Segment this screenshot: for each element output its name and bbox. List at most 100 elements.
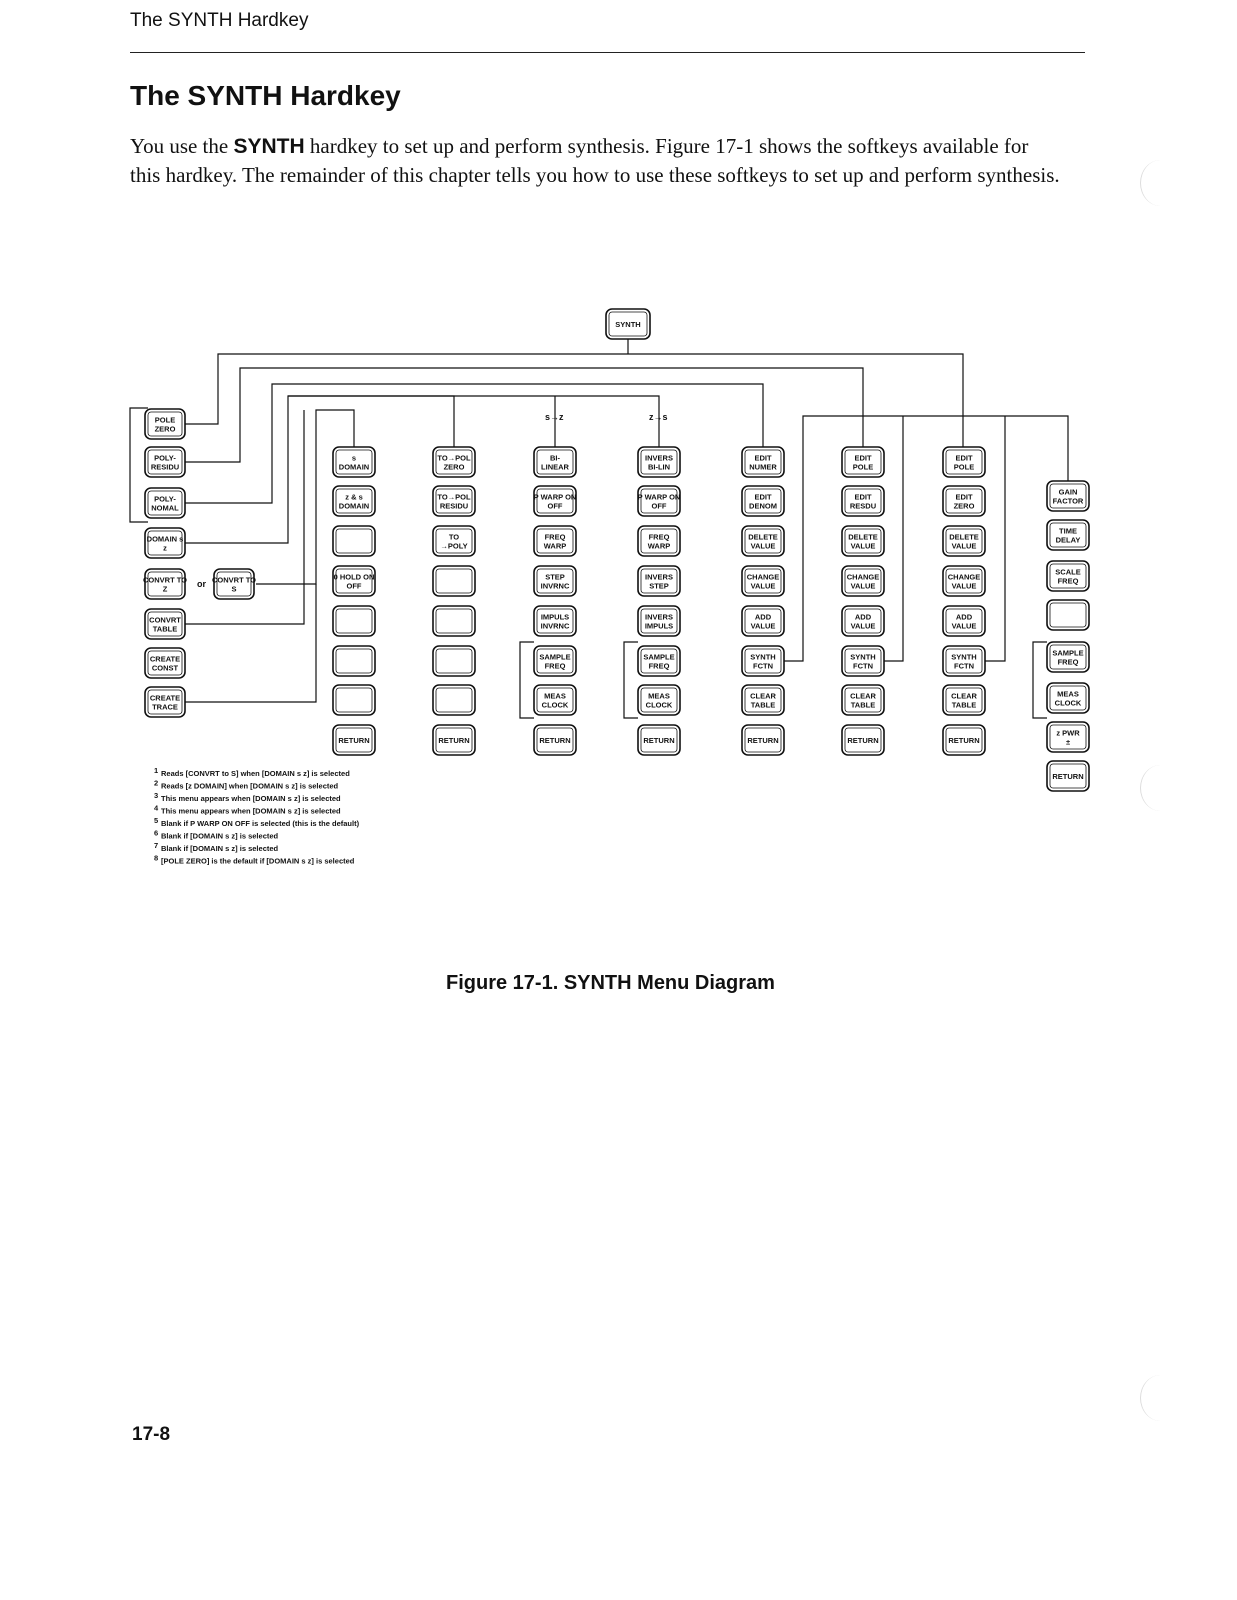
figure-caption: Figure 17-1. SYNTH Menu Diagram: [446, 972, 775, 994]
footnote-text: Reads [CONVRT to S] when [DOMAIN s z] is…: [161, 769, 350, 778]
blank-softkey[interactable]: [1046, 599, 1090, 631]
softkey-label: ADD: [855, 613, 872, 622]
softkey-label: CREATE: [150, 655, 180, 664]
softkey-label: FREQ: [1058, 577, 1079, 586]
softkey-return[interactable]: RETURN: [533, 724, 577, 756]
softkey-label: OFF: [548, 502, 563, 511]
main-key-poly-nomal[interactable]: POLY-NOMAL: [144, 487, 186, 519]
softkey-label: DELETE: [949, 533, 979, 542]
footnote-number: 6: [154, 829, 158, 838]
softkey-label: OFF: [347, 582, 362, 591]
softkey-label: ZERO: [954, 502, 975, 511]
blank-softkey[interactable]: [432, 645, 476, 677]
binder-hole: [1140, 160, 1181, 206]
convert-to-s-key[interactable]: CONVRT TOS: [212, 568, 256, 600]
softkey-label: POLY-: [154, 454, 176, 463]
main-key-poly-residu[interactable]: POLY-RESIDU: [144, 446, 186, 478]
blank-softkey[interactable]: [432, 565, 476, 597]
softkey-return[interactable]: RETURN: [332, 724, 376, 756]
softkey-return[interactable]: RETURN: [841, 724, 885, 756]
blank-softkey[interactable]: [432, 605, 476, 637]
softkey-return[interactable]: RETURN: [942, 724, 986, 756]
footnote-number: 2: [154, 779, 158, 788]
binder-hole: [1140, 1375, 1181, 1421]
softkey-to-poly[interactable]: TO→POLY: [432, 525, 476, 557]
softkey-return[interactable]: RETURN: [741, 724, 785, 756]
softkey-label: POLY-: [154, 495, 176, 504]
softkey-return[interactable]: RETURN: [432, 724, 476, 756]
softkey-return[interactable]: RETURN: [1046, 760, 1090, 792]
softkey-label: TO→POL: [437, 493, 471, 502]
blank-softkey[interactable]: [432, 684, 476, 716]
softkey-bi-linear[interactable]: BI-LINEAR: [533, 446, 577, 478]
softkey-return[interactable]: RETURN: [637, 724, 681, 756]
blank-softkey[interactable]: [332, 684, 376, 716]
blank-softkey[interactable]: [332, 605, 376, 637]
softkey-label: Z: [163, 585, 168, 594]
softkey-label: TABLE: [851, 701, 875, 710]
softkey-label: DELETE: [748, 533, 778, 542]
main-key-domain-s-z[interactable]: DOMAIN sz: [144, 527, 186, 559]
synth-hardkey[interactable]: SYNTH: [605, 308, 651, 340]
main-key-convrt-to-z[interactable]: CONVRT TOZ: [143, 568, 187, 600]
softkey-label: OFF: [652, 502, 667, 511]
softkey-z-pwr[interactable]: z PWR±: [1046, 721, 1090, 753]
or-label: or: [197, 579, 206, 589]
softkey-label: VALUE: [952, 622, 977, 631]
blank-softkey[interactable]: [332, 645, 376, 677]
softkey-label: INVRNC: [541, 582, 570, 591]
softkey-label: EDIT: [955, 493, 973, 502]
softkey-label: WARP: [544, 542, 567, 551]
blank-softkey[interactable]: [332, 525, 376, 557]
